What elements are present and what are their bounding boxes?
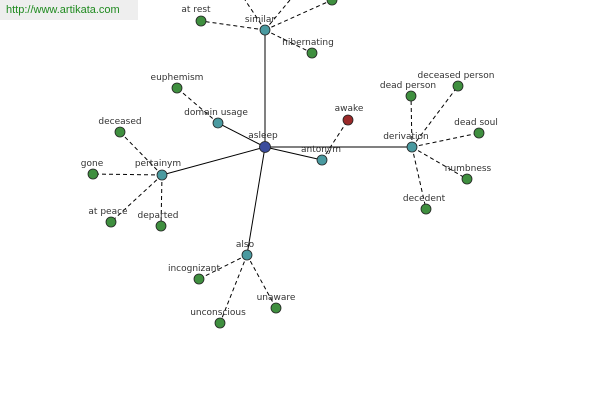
leaf-node-euphemism[interactable] xyxy=(171,82,183,94)
leaf-label-incognizant: incognizant xyxy=(168,264,221,274)
leaf-label-departed: departed xyxy=(138,211,179,221)
edge-gone xyxy=(92,173,163,176)
edge-domain-usage xyxy=(217,122,266,148)
leaf-node-numbness[interactable] xyxy=(461,173,473,185)
leaf-node-unaware[interactable] xyxy=(270,302,282,314)
leaf-label-deceased-person: deceased person xyxy=(418,71,495,81)
edge-hibernating xyxy=(264,29,313,54)
leaf-node-hibernating[interactable] xyxy=(306,47,318,59)
edge-awake xyxy=(321,119,349,161)
relation-node-domain-usage[interactable] xyxy=(212,117,224,129)
leaf-node-similar-extra-1[interactable] xyxy=(326,0,338,6)
edge-dead-person xyxy=(410,95,413,148)
leaf-node-awake[interactable] xyxy=(342,114,354,126)
leaf-label-deceased: deceased xyxy=(98,117,141,127)
leaf-label-awake: awake xyxy=(335,104,364,114)
leaf-label-at-rest: at rest xyxy=(181,5,211,15)
leaf-label-decedent: decedent xyxy=(403,194,446,204)
leaf-label-dead-soul: dead soul xyxy=(454,118,498,128)
leaf-label-unaware: unaware xyxy=(257,293,296,303)
edges-layer xyxy=(92,0,480,324)
relation-node-also[interactable] xyxy=(241,249,253,261)
leaf-label-gone: gone xyxy=(81,159,104,169)
relation-label-pertainym: pertainym xyxy=(135,159,181,169)
edge-unaware xyxy=(246,254,277,309)
leaf-label-unconscious: unconscious xyxy=(190,308,246,318)
edge-at-peace xyxy=(110,174,163,223)
leaf-node-at-peace[interactable] xyxy=(105,216,117,228)
edge-decedent xyxy=(411,146,427,210)
edge-at-rest xyxy=(200,20,266,31)
leaf-node-unconscious[interactable] xyxy=(214,317,226,329)
edge-pertainym xyxy=(161,146,266,176)
leaf-node-incognizant[interactable] xyxy=(193,273,205,285)
leaf-label-hibernating: hibernating xyxy=(282,38,334,48)
edge-antonym xyxy=(264,146,323,161)
edge-deceased xyxy=(119,131,163,176)
leaf-node-gone[interactable] xyxy=(87,168,99,180)
leaf-label-numbness: numbness xyxy=(445,164,492,174)
edge-also xyxy=(246,146,266,256)
relation-label-similar: similar xyxy=(245,15,275,25)
edge-similar-stub-1 xyxy=(244,0,266,31)
leaf-label-euphemism: euphemism xyxy=(151,73,204,83)
edge-departed xyxy=(160,174,163,227)
edge-euphemism xyxy=(176,87,219,124)
edge-deceased-person xyxy=(411,85,459,148)
leaf-node-at-rest[interactable] xyxy=(195,15,207,27)
edge-dead-soul xyxy=(411,132,480,148)
leaf-node-dead-soul[interactable] xyxy=(473,127,485,139)
leaf-label-at-peace: at peace xyxy=(88,207,128,217)
relation-node-pertainym[interactable] xyxy=(156,169,168,181)
edge-numbness xyxy=(411,146,468,180)
nodes-layer: at rest hibernating euphemism deceased gone a… xyxy=(81,0,498,329)
relation-node-derivation[interactable] xyxy=(406,141,418,153)
leaf-node-decedent[interactable] xyxy=(420,203,432,215)
leaf-node-departed[interactable] xyxy=(155,220,167,232)
edge-similar-extra-1 xyxy=(264,0,333,31)
relation-label-derivation: derivation xyxy=(383,132,429,142)
relation-label-antonym: antonym xyxy=(301,145,341,155)
edge-incognizant xyxy=(198,254,248,280)
watermark-url: http://www.artikata.com xyxy=(0,0,138,20)
relation-label-domain-usage: domain usage xyxy=(184,108,248,118)
center-node-asleep[interactable] xyxy=(259,141,271,153)
relation-label-also: also xyxy=(236,240,255,250)
edge-unconscious xyxy=(219,254,248,324)
relation-node-similar[interactable] xyxy=(259,24,271,36)
relation-node-antonym[interactable] xyxy=(316,154,328,166)
leaf-node-dead-person[interactable] xyxy=(405,90,417,102)
leaf-node-deceased-person[interactable] xyxy=(452,80,464,92)
leaf-node-deceased[interactable] xyxy=(114,126,126,138)
center-label: asleep xyxy=(248,131,278,141)
leaf-label-dead-person: dead person xyxy=(380,81,436,91)
